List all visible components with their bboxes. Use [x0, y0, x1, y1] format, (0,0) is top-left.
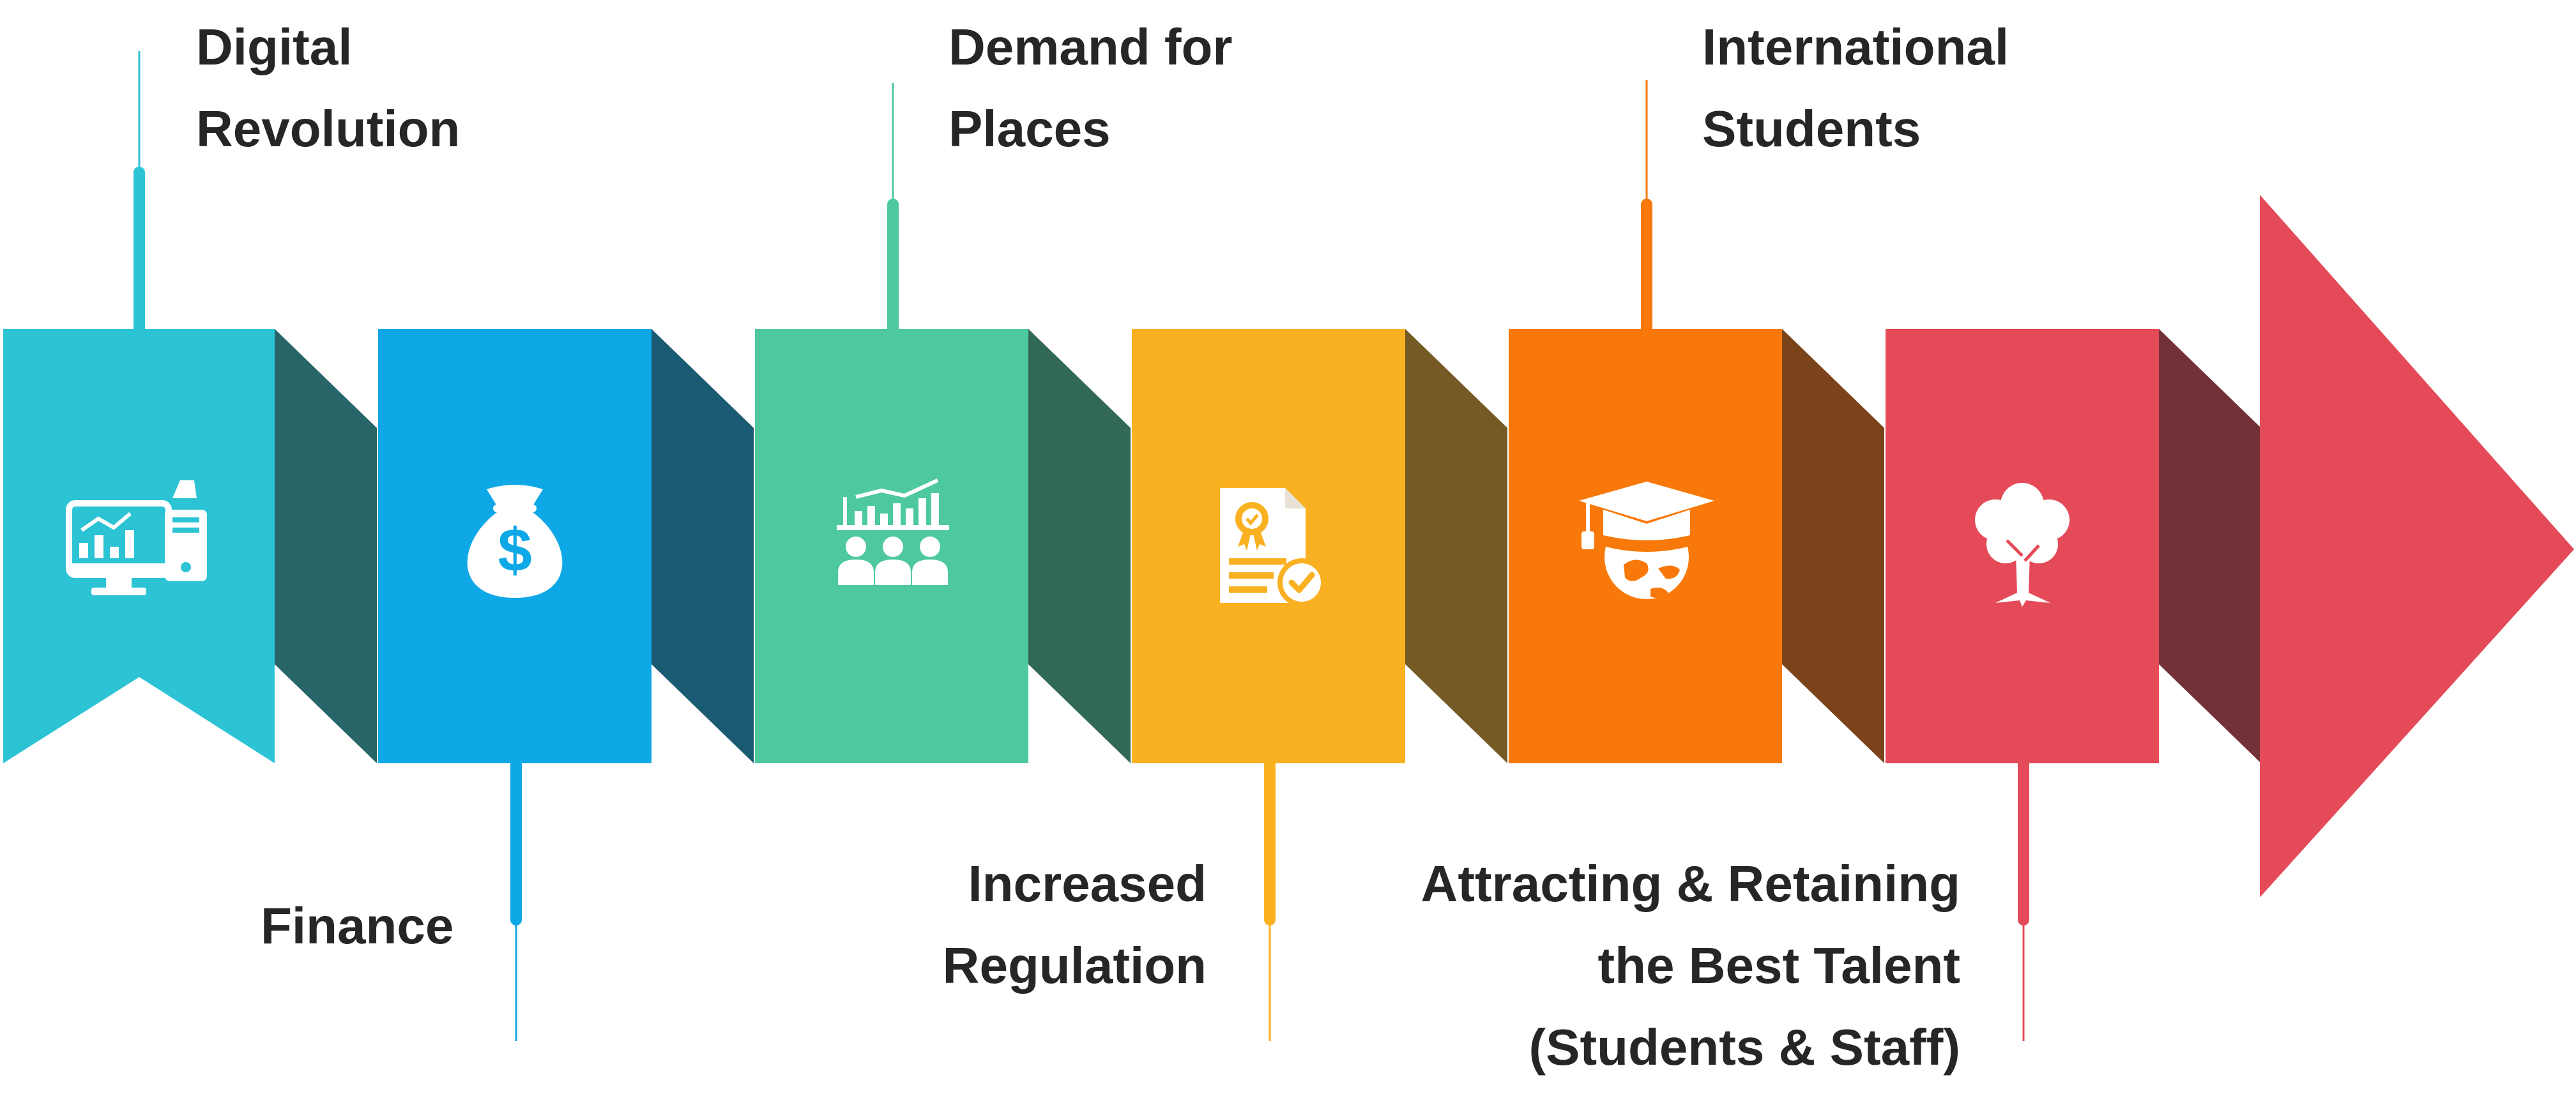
svg-text:$: $: [498, 516, 531, 584]
tree-icon: [1975, 483, 2069, 607]
connector-stems: [133, 51, 2029, 1041]
label-demand-for-places: Demand for Places: [949, 19, 1233, 157]
fold-segment-2: [652, 329, 754, 763]
panel-digital-revolution: [3, 329, 275, 763]
money-bag-icon: $: [467, 485, 563, 598]
label-attracting-retaining-talent: Attracting & Retaining the Best Talent (…: [1421, 855, 1960, 1076]
label-increased-regulation: Increased Regulation: [942, 855, 1207, 994]
arrow-head: [2260, 195, 2574, 897]
panel-international-students: [1509, 329, 1782, 763]
label-international-students: International Students: [1702, 19, 2009, 157]
certificate-document-icon: [1220, 488, 1326, 607]
computer-analytics-icon: [66, 480, 207, 595]
fold-segment-4: [1405, 329, 1507, 763]
audience-growth-chart-icon: [837, 478, 949, 585]
fold-segment-5: [1782, 329, 1884, 763]
graduation-cap-globe-icon: [1579, 482, 1714, 600]
fold-segment-1: [275, 329, 377, 763]
label-finance: Finance: [261, 897, 454, 954]
label-digital-revolution: Digital Revolution: [196, 19, 461, 157]
fold-segment-3: [1028, 329, 1131, 763]
fold-segment-6: [2159, 329, 2261, 763]
